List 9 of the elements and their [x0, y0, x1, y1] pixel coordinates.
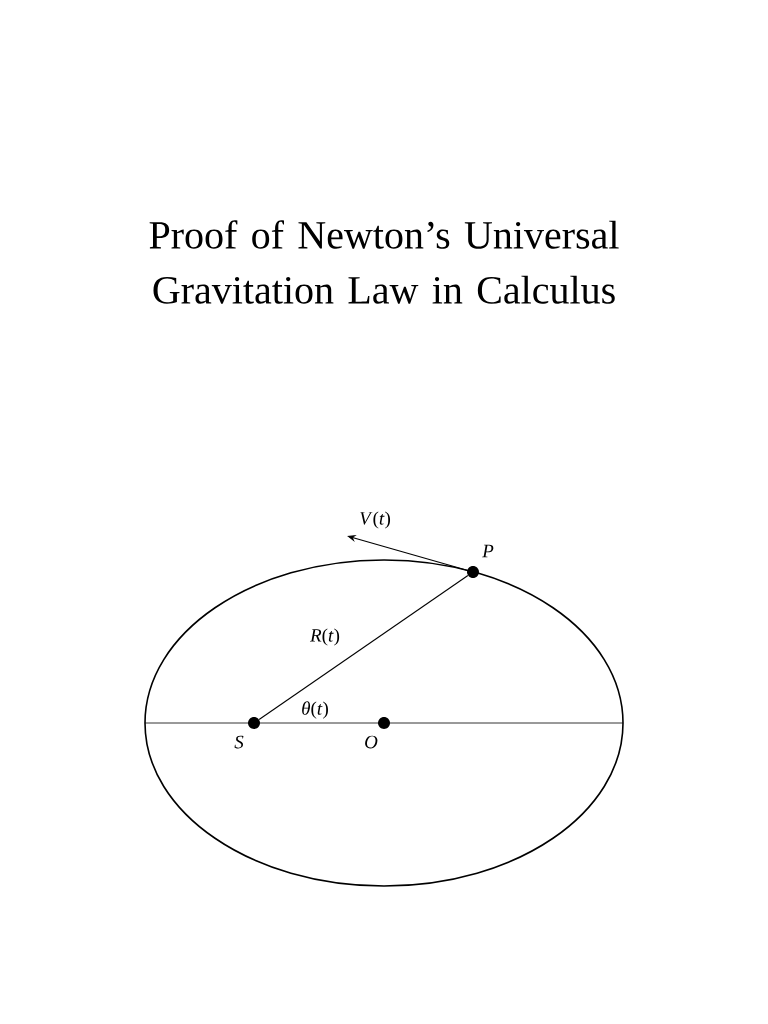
point-label: P	[482, 544, 494, 558]
edge-label: V(t)	[360, 511, 391, 529]
title: Proof of Newton’s Universal Gravitation Law in Calculus	[149, 220, 619, 304]
point-label: S	[234, 735, 244, 749]
point-label: O	[365, 735, 378, 749]
angle-label: θ(t)	[302, 701, 328, 719]
vector-arrow	[347, 535, 468, 571]
edge-label: R(t)	[309, 628, 340, 646]
radius-line	[258, 574, 469, 721]
